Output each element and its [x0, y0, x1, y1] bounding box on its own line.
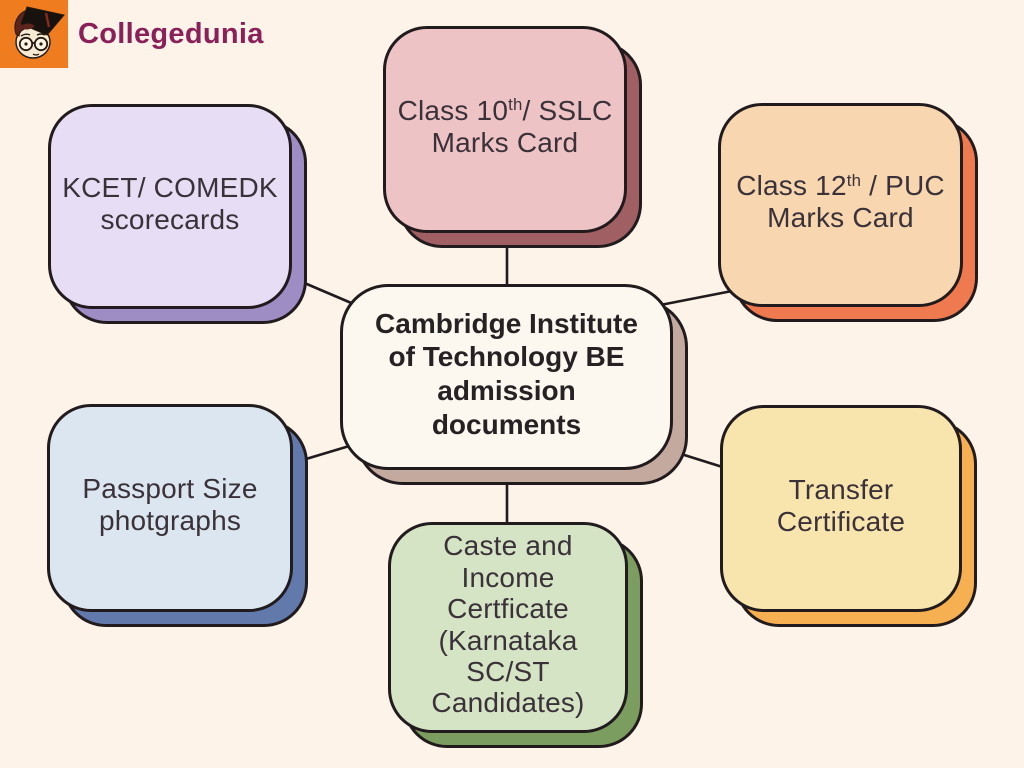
- node-passport-photographs: Passport Size photgraphs: [47, 404, 308, 627]
- node-face: Passport Size photgraphs: [47, 404, 293, 612]
- node-face: Cambridge Institute of Technology BE adm…: [340, 284, 673, 470]
- node-label: Caste and Income Certficate (Karnataka S…: [431, 530, 585, 719]
- node-label: Transfer Certificate: [776, 473, 906, 537]
- node-label: KCET/ COMEDK scorecards: [62, 171, 278, 235]
- collegedunia-logo: Collegedunia: [0, 0, 264, 68]
- collegedunia-mascot-icon: [0, 0, 68, 68]
- node-transfer-certificate: Transfer Certificate: [720, 405, 977, 627]
- node-label: Passport Size photgraphs: [82, 473, 258, 536]
- node-kcet-comedk-scorecards: KCET/ COMEDK scorecards: [48, 104, 307, 324]
- node-face: Transfer Certificate: [720, 405, 962, 612]
- node-caste-income-certificate: Caste and Income Certficate (Karnataka S…: [388, 522, 643, 748]
- brand-name: Collegedunia: [78, 17, 264, 50]
- node-face: Class 12th / PUC Marks Card: [718, 103, 963, 307]
- node-label: Class 12th / PUC Marks Card: [736, 170, 945, 233]
- node-face: KCET/ COMEDK scorecards: [48, 104, 292, 309]
- node-face: Caste and Income Certficate (Karnataka S…: [388, 522, 628, 733]
- node-class10-sslc-marks-card: Class 10th/ SSLC Marks Card: [383, 26, 642, 248]
- node-class12-puc-marks-card: Class 12th / PUC Marks Card: [718, 103, 978, 322]
- node-center-admission-documents: Cambridge Institute of Technology BE adm…: [340, 284, 688, 485]
- node-label: Class 10th/ SSLC Marks Card: [397, 94, 613, 158]
- center-title: Cambridge Institute of Technology BE adm…: [375, 307, 638, 440]
- node-face: Class 10th/ SSLC Marks Card: [383, 26, 627, 233]
